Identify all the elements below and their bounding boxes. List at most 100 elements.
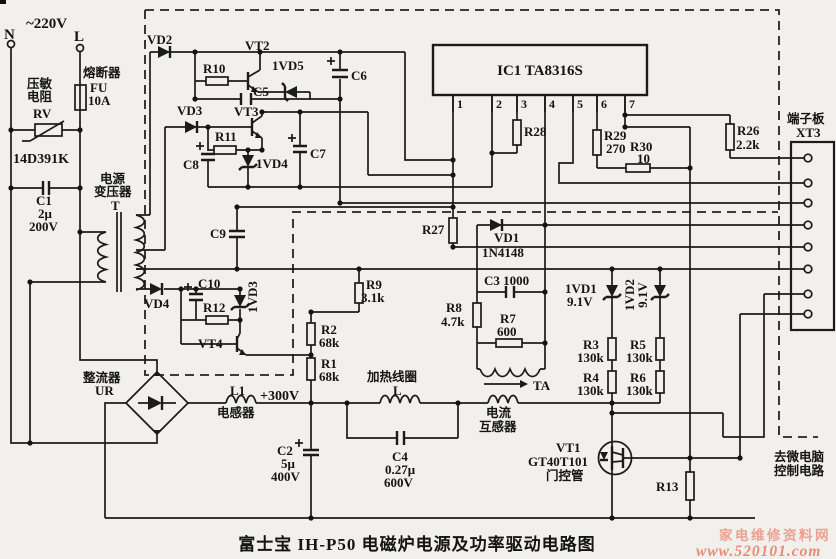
label-transformer-name2: 变压器 <box>94 184 132 199</box>
label-300v: +300V <box>260 389 299 404</box>
label-zd2-ref: 1VD2 <box>622 279 637 311</box>
r6-symbol <box>655 370 665 394</box>
c10-symbol <box>184 283 203 302</box>
label-r10: R10 <box>203 61 225 76</box>
vt3-symbol <box>250 118 262 138</box>
label-terminal-l: L <box>74 29 84 45</box>
label-r30-val: 10 <box>637 151 650 166</box>
ta-arrow <box>484 380 528 388</box>
label-terminal-n: N <box>4 27 15 43</box>
label-vd1-ref: VD1 <box>494 230 519 245</box>
label-r29-val: 270 <box>606 141 626 156</box>
c9-symbol <box>229 229 245 239</box>
label-r9: R9 <box>366 277 382 292</box>
c1-symbol <box>41 181 51 195</box>
vt1-symbol <box>597 440 633 476</box>
label-r6-val: 130k <box>626 383 654 398</box>
label-r27: R27 <box>422 222 445 237</box>
label-fuse-ref: FU <box>90 80 108 95</box>
junction-dots <box>8 49 743 521</box>
label-r26-val: 2.2k <box>736 137 760 152</box>
label-l1-name: 电感器 <box>217 405 255 420</box>
terminal-n-circle <box>6 39 16 49</box>
label-vd1-model: 1N4148 <box>482 245 524 260</box>
vt4-symbol <box>235 336 246 355</box>
r27-symbol <box>448 217 458 244</box>
label-r9-val: 3.1k <box>361 290 385 305</box>
label-vt1-model: GT40T101 <box>528 454 588 469</box>
label-rectifier-ref: UR <box>95 383 114 398</box>
label-ic-title: IC1 TA8316S <box>497 63 583 79</box>
watermark-site: 家电维修资料网 <box>719 527 831 543</box>
label-r3-val: 130k <box>577 350 605 365</box>
c8-symbol <box>196 142 215 162</box>
zd1-symbol <box>602 285 622 301</box>
label-r29: R29 <box>604 128 627 143</box>
zd4-symbol <box>238 155 258 171</box>
fuse-symbol <box>74 84 87 111</box>
label-heating-coil-ref: L <box>393 383 402 398</box>
label-vt1-ref: VT1 <box>556 440 581 455</box>
watermark-url: www.520101.com <box>696 543 821 559</box>
label-r1: R1 <box>321 356 337 371</box>
r26-symbol <box>725 123 735 151</box>
label-l1-ref: L1 <box>230 383 245 398</box>
terminal-l-circle <box>75 43 85 53</box>
label-ic-pin-7: 7 <box>629 97 635 111</box>
label-c3: C3 1000 <box>484 273 529 288</box>
label-r12: R12 <box>203 300 225 315</box>
label-zd2-val: 9.1V <box>635 282 650 308</box>
caption: 富士宝 IH-P50 电磁炉电源及功率驱动电路图 <box>238 534 595 554</box>
label-c1-val2: 200V <box>29 219 59 234</box>
c4-symbol <box>395 431 406 445</box>
label-c2-val2: 400V <box>271 469 301 484</box>
label-c4-val2: 600V <box>384 475 414 490</box>
wires <box>10 47 804 519</box>
zd2-symbol <box>650 285 670 301</box>
label-varistor-name1: 压敏 <box>27 76 53 91</box>
r28-symbol <box>512 119 522 146</box>
r2-symbol <box>306 322 316 346</box>
label-ic-pin-6: 6 <box>601 97 607 111</box>
label-zd3: 1VD3 <box>245 281 260 313</box>
zd5-symbol <box>281 82 297 102</box>
label-r8: R8 <box>446 300 462 315</box>
label-r7: R7 <box>500 311 516 326</box>
component-symbols <box>6 39 836 521</box>
scan-artifact <box>0 0 6 4</box>
vd2-symbol <box>158 46 172 58</box>
label-varistor-name2: 电阻 <box>27 89 53 104</box>
r1-symbol <box>306 357 316 381</box>
vd4-symbol <box>150 283 164 295</box>
r3-symbol <box>607 337 617 361</box>
label-vd4: VD4 <box>144 296 170 311</box>
label-r11: R11 <box>215 129 237 144</box>
c5-symbol <box>239 93 253 105</box>
r5-symbol <box>655 337 665 361</box>
label-ic-pin-5: 5 <box>577 97 583 111</box>
label-transformer-ref: T <box>111 198 120 213</box>
label-transformer-name1: 电源 <box>100 171 126 186</box>
label-terminal-board-ref: XT3 <box>796 125 821 140</box>
label-vd2: VD2 <box>147 32 172 47</box>
label-r28: R28 <box>524 124 547 139</box>
label-ct-name2: 互感器 <box>479 419 517 434</box>
label-vt4: VT4 <box>198 336 223 351</box>
vd3-symbol <box>185 121 199 133</box>
label-r1-val: 68k <box>319 369 340 384</box>
r9-symbol <box>354 282 364 304</box>
label-c8: C8 <box>183 157 199 172</box>
labels: ~220V N L 熔断器 FU 10A 压敏 电阻 RV 14D391K C1… <box>4 16 825 494</box>
label-c6: C6 <box>351 68 367 83</box>
label-terminal-board-name: 端子板 <box>787 111 825 126</box>
vd1-symbol <box>490 219 504 231</box>
label-c4-ref: C4 <box>392 449 408 464</box>
label-c7: C7 <box>310 146 326 161</box>
r8-symbol <box>472 302 482 328</box>
r4-symbol <box>607 370 617 394</box>
label-r5-val: 130k <box>626 350 654 365</box>
label-zd1-ref: 1VD1 <box>565 281 597 296</box>
label-heating-coil-name: 加热线圈 <box>366 369 417 384</box>
label-r6: R6 <box>630 370 646 385</box>
label-vd3: VD3 <box>177 103 203 118</box>
